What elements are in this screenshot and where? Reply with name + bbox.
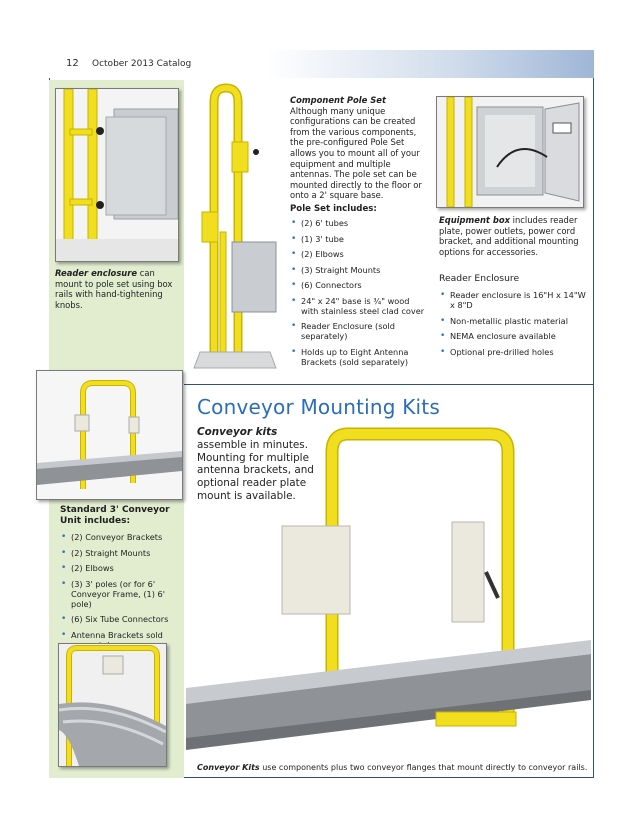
bullet-icon: •: [61, 563, 67, 573]
bullet-icon: •: [61, 629, 67, 640]
list-item: •(2) Elbows: [61, 563, 114, 573]
list-item: •Holds up to Eight Antenna Brackets (sol…: [291, 346, 409, 367]
component-pole-text: Component Pole Set Although many unique …: [290, 95, 422, 201]
conveyor-caption-text: use components plus two conveyor flanges…: [259, 763, 588, 772]
list-item: •24" x 24" base is ¾" wood with stainles…: [291, 295, 425, 316]
bullet-icon: •: [61, 532, 67, 542]
component-pole-body: Although many unique configurations can …: [290, 105, 422, 201]
list-item: •Non-metallic plastic material: [440, 315, 568, 326]
bullet-icon: •: [291, 218, 297, 228]
bullet-icon: •: [440, 331, 446, 341]
list-item: •(2) 6' tubes: [291, 218, 349, 228]
bullet-icon: •: [440, 290, 446, 300]
bullet-icon: •: [291, 321, 297, 331]
reader-enclosure-caption: Reader enclosure can mount to pole set u…: [55, 268, 181, 310]
conveyor-unit-photo: [36, 370, 183, 500]
catalog-date: October 2013 Catalog: [92, 59, 192, 69]
conveyor-kit-illustration: [186, 412, 591, 760]
list-item: •Reader enclosure is 16"H x 14"W x 8"D: [440, 290, 586, 310]
conveyor-caption-lead: Conveyor Kits: [197, 763, 260, 772]
bullet-icon: •: [61, 547, 67, 558]
equipment-box-lead: Equipment box: [439, 215, 510, 225]
curved-conveyor-photo: [58, 643, 167, 767]
page-number: 12: [66, 58, 79, 69]
list-item: •NEMA enclosure available: [440, 331, 556, 341]
equipment-box-photo: [436, 96, 584, 208]
list-item: •(6) Six Tube Connectors: [61, 614, 169, 624]
list-item: •(2) Elbows: [291, 249, 344, 259]
section-divider: [184, 384, 594, 385]
list-item: •Optional pre-drilled holes: [440, 346, 554, 357]
list-item: •Reader Enclosure (sold separately): [291, 321, 395, 341]
page-header: [49, 50, 594, 78]
bullet-icon: •: [440, 346, 446, 357]
list-item: •(1) 3' tube: [291, 233, 344, 244]
standard-unit-heading: Standard 3' Conveyor Unit includes:: [60, 505, 170, 526]
bullet-icon: •: [291, 346, 297, 357]
pole-set-list: •(2) 6' tubes •(1) 3' tube •(2) Elbows •…: [290, 218, 425, 372]
list-item: •(2) Straight Mounts: [61, 547, 151, 558]
caption-lead: Reader enclosure: [55, 268, 138, 278]
conveyor-lead-text: assemble in minutes. Mounting for multip…: [197, 438, 314, 502]
list-item: •(3) 3' poles (or for 6' Conveyor Frame,…: [61, 578, 165, 609]
reader-enclosure-photo: [55, 88, 179, 262]
bullet-icon: •: [61, 578, 67, 589]
pole-set-heading: Pole Set includes:: [290, 204, 377, 214]
bullet-icon: •: [291, 264, 297, 275]
conveyor-caption: Conveyor Kits use components plus two co…: [197, 763, 592, 774]
conveyor-lead-bold: Conveyor kits: [197, 426, 278, 438]
conveyor-lead: Conveyor kits assemble in minutes. Mount…: [197, 426, 322, 503]
bullet-icon: •: [61, 614, 67, 624]
bullet-icon: •: [291, 233, 297, 244]
list-item: •(2) Conveyor Brackets: [61, 532, 163, 542]
pole-set-illustration: [190, 82, 280, 382]
equipment-box-body: includes reader plate, power outlets, po…: [439, 215, 579, 257]
bullet-icon: •: [291, 249, 297, 259]
conveyor-title: Conveyor Mounting Kits: [197, 395, 440, 419]
bullet-icon: •: [440, 315, 446, 326]
caption-text: can mount to pole set using box rails wi…: [55, 268, 173, 310]
list-item: •(3) Straight Mounts: [291, 264, 381, 275]
reader-enclosure-heading: Reader Enclosure: [439, 273, 520, 284]
reader-enclosure-list: •Reader enclosure is 16"H x 14"W x 8"D •…: [439, 290, 587, 362]
bullet-icon: •: [291, 280, 297, 290]
standard-unit-list: •(2) Conveyor Brackets •(2) Straight Mou…: [60, 532, 182, 655]
equipment-box-caption: Equipment box includes reader plate, pow…: [439, 215, 587, 257]
component-pole-lead: Component Pole Set: [290, 95, 386, 105]
bullet-icon: •: [291, 295, 297, 306]
list-item: •(6) Connectors: [291, 280, 362, 290]
